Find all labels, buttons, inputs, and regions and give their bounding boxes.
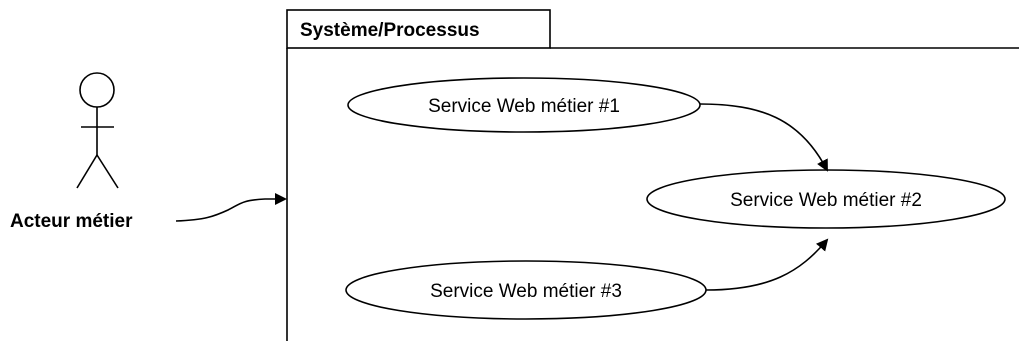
system-title: Système/Processus <box>300 20 480 41</box>
uc1-to-uc2-arrow <box>699 103 828 172</box>
system-boundary: Système/Processus <box>286 9 1019 341</box>
use-case-3[interactable]: Service Web métier #3 <box>345 260 707 320</box>
actor-label: Acteur métier <box>10 211 133 232</box>
use-case-2[interactable]: Service Web métier #2 <box>646 169 1006 229</box>
actor-right-leg <box>96 154 119 189</box>
use-case-1-label: Service Web métier #1 <box>428 96 620 117</box>
actor: Acteur métier <box>10 72 133 232</box>
actor-head <box>79 72 115 108</box>
actor-left-leg <box>76 154 98 189</box>
uc3-to-uc2-arrow <box>705 238 829 291</box>
actor-to-system-arrow <box>175 193 287 222</box>
use-case-1-ellipse[interactable] <box>347 77 701 133</box>
use-case-1[interactable]: Service Web métier #1 <box>347 77 701 133</box>
use-case-2-label: Service Web métier #2 <box>730 190 922 211</box>
system-title-tab <box>286 9 551 49</box>
use-case-3-label: Service Web métier #3 <box>430 281 622 302</box>
